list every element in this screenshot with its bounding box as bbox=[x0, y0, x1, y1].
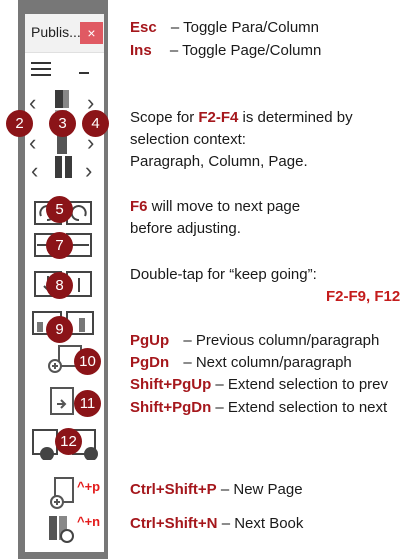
chevron-left-icon[interactable]: ‹ bbox=[29, 130, 37, 155]
new-page-desc: – New Page bbox=[220, 481, 303, 498]
collapse-icon[interactable] bbox=[79, 72, 91, 76]
esc-desc: – Toggle Para/Column bbox=[170, 19, 320, 36]
help-ins: Ins – Toggle Page/Column bbox=[130, 42, 321, 59]
fit-page-icon[interactable] bbox=[49, 386, 79, 418]
callout-badge: 8 bbox=[46, 272, 73, 299]
chevron-right-icon[interactable]: › bbox=[87, 130, 95, 155]
close-button[interactable]: × bbox=[80, 22, 103, 44]
scope-text: Scope for bbox=[130, 109, 199, 126]
tool-panel: Publis... × ‹ › ‹ › ‹ › bbox=[6, 14, 109, 552]
help-new-page: Ctrl+Shift+P – New Page bbox=[130, 481, 303, 498]
help-f6-2: before adjusting. bbox=[130, 220, 241, 237]
help-scope-2: selection context: bbox=[130, 131, 246, 148]
column-icon bbox=[57, 126, 67, 154]
callout-badge: 7 bbox=[46, 232, 73, 259]
callout-badge: 3 bbox=[49, 110, 76, 137]
next-book-shortcut: ^+n bbox=[77, 514, 101, 529]
pgdn-key: PgDn bbox=[130, 354, 170, 371]
help-doubletap-keys: F2-F9, F12 bbox=[326, 288, 401, 305]
help-esc: Esc – Toggle Para/Column bbox=[130, 19, 319, 36]
new-page-shortcut: ^+p bbox=[77, 479, 101, 494]
callout-badge: 4 bbox=[82, 110, 109, 137]
menu-icon[interactable] bbox=[31, 62, 53, 76]
help-pgup: PgUp – Previous column/paragraph bbox=[130, 332, 379, 349]
callout-badge: 2 bbox=[6, 110, 33, 137]
help-scope: Scope for F2-F4 is determined by bbox=[130, 109, 353, 126]
ins-desc: – Toggle Page/Column bbox=[169, 42, 322, 59]
pgup-desc: – Previous column/paragraph bbox=[183, 332, 380, 349]
help-scope-3: Paragraph, Column, Page. bbox=[130, 153, 308, 170]
help-pgdn: PgDn – Next column/paragraph bbox=[130, 354, 352, 371]
chevron-left-icon[interactable]: ‹ bbox=[29, 90, 37, 115]
callout-badge: 5 bbox=[46, 196, 73, 223]
callout-badge: 10 bbox=[74, 348, 101, 375]
help-shift-pgdn: Shift+PgDn – Extend selection to next bbox=[130, 399, 387, 416]
callout-badge: 9 bbox=[46, 316, 73, 343]
help-f6: F6 will move to next page bbox=[130, 198, 300, 215]
pgup-key: PgUp bbox=[130, 332, 170, 349]
pgdn-desc: – Next column/paragraph bbox=[183, 354, 352, 371]
f2-f4-key: F2-F4 bbox=[198, 109, 239, 126]
f6-desc: will move to next page bbox=[147, 198, 301, 215]
help-doubletap: Double-tap for “keep going”: bbox=[130, 266, 317, 283]
ins-key: Ins bbox=[130, 42, 152, 59]
ctrl-shift-p-key: Ctrl+Shift+P bbox=[130, 481, 217, 498]
new-page-icon[interactable] bbox=[47, 476, 77, 510]
f6-key: F6 bbox=[130, 198, 148, 215]
shift-pgdn-key: Shift+PgDn bbox=[130, 399, 212, 416]
panel-titlebar: Publis... × bbox=[25, 14, 104, 53]
help-next-book: Ctrl+Shift+N – Next Book bbox=[130, 515, 303, 532]
next-book-desc: – Next Book bbox=[221, 515, 304, 532]
chevron-right-icon[interactable]: › bbox=[87, 90, 95, 115]
shift-pgup-key: Shift+PgUp bbox=[130, 376, 212, 393]
shift-pgup-desc: – Extend selection to prev bbox=[215, 376, 389, 393]
panel-title: Publis... bbox=[31, 24, 81, 40]
page-columns-icon bbox=[55, 156, 72, 178]
esc-key: Esc bbox=[130, 19, 157, 36]
chevron-right-icon[interactable]: › bbox=[85, 158, 93, 183]
ctrl-shift-n-key: Ctrl+Shift+N bbox=[130, 515, 218, 532]
next-book-icon[interactable] bbox=[47, 514, 77, 546]
callout-badge: 11 bbox=[74, 390, 101, 417]
chevron-left-icon[interactable]: ‹ bbox=[31, 158, 39, 183]
scope-text-post: is determined by bbox=[238, 109, 353, 126]
shift-pgdn-desc: – Extend selection to next bbox=[215, 399, 388, 416]
callout-badge: 12 bbox=[55, 428, 82, 455]
help-shift-pgup: Shift+PgUp – Extend selection to prev bbox=[130, 376, 388, 393]
